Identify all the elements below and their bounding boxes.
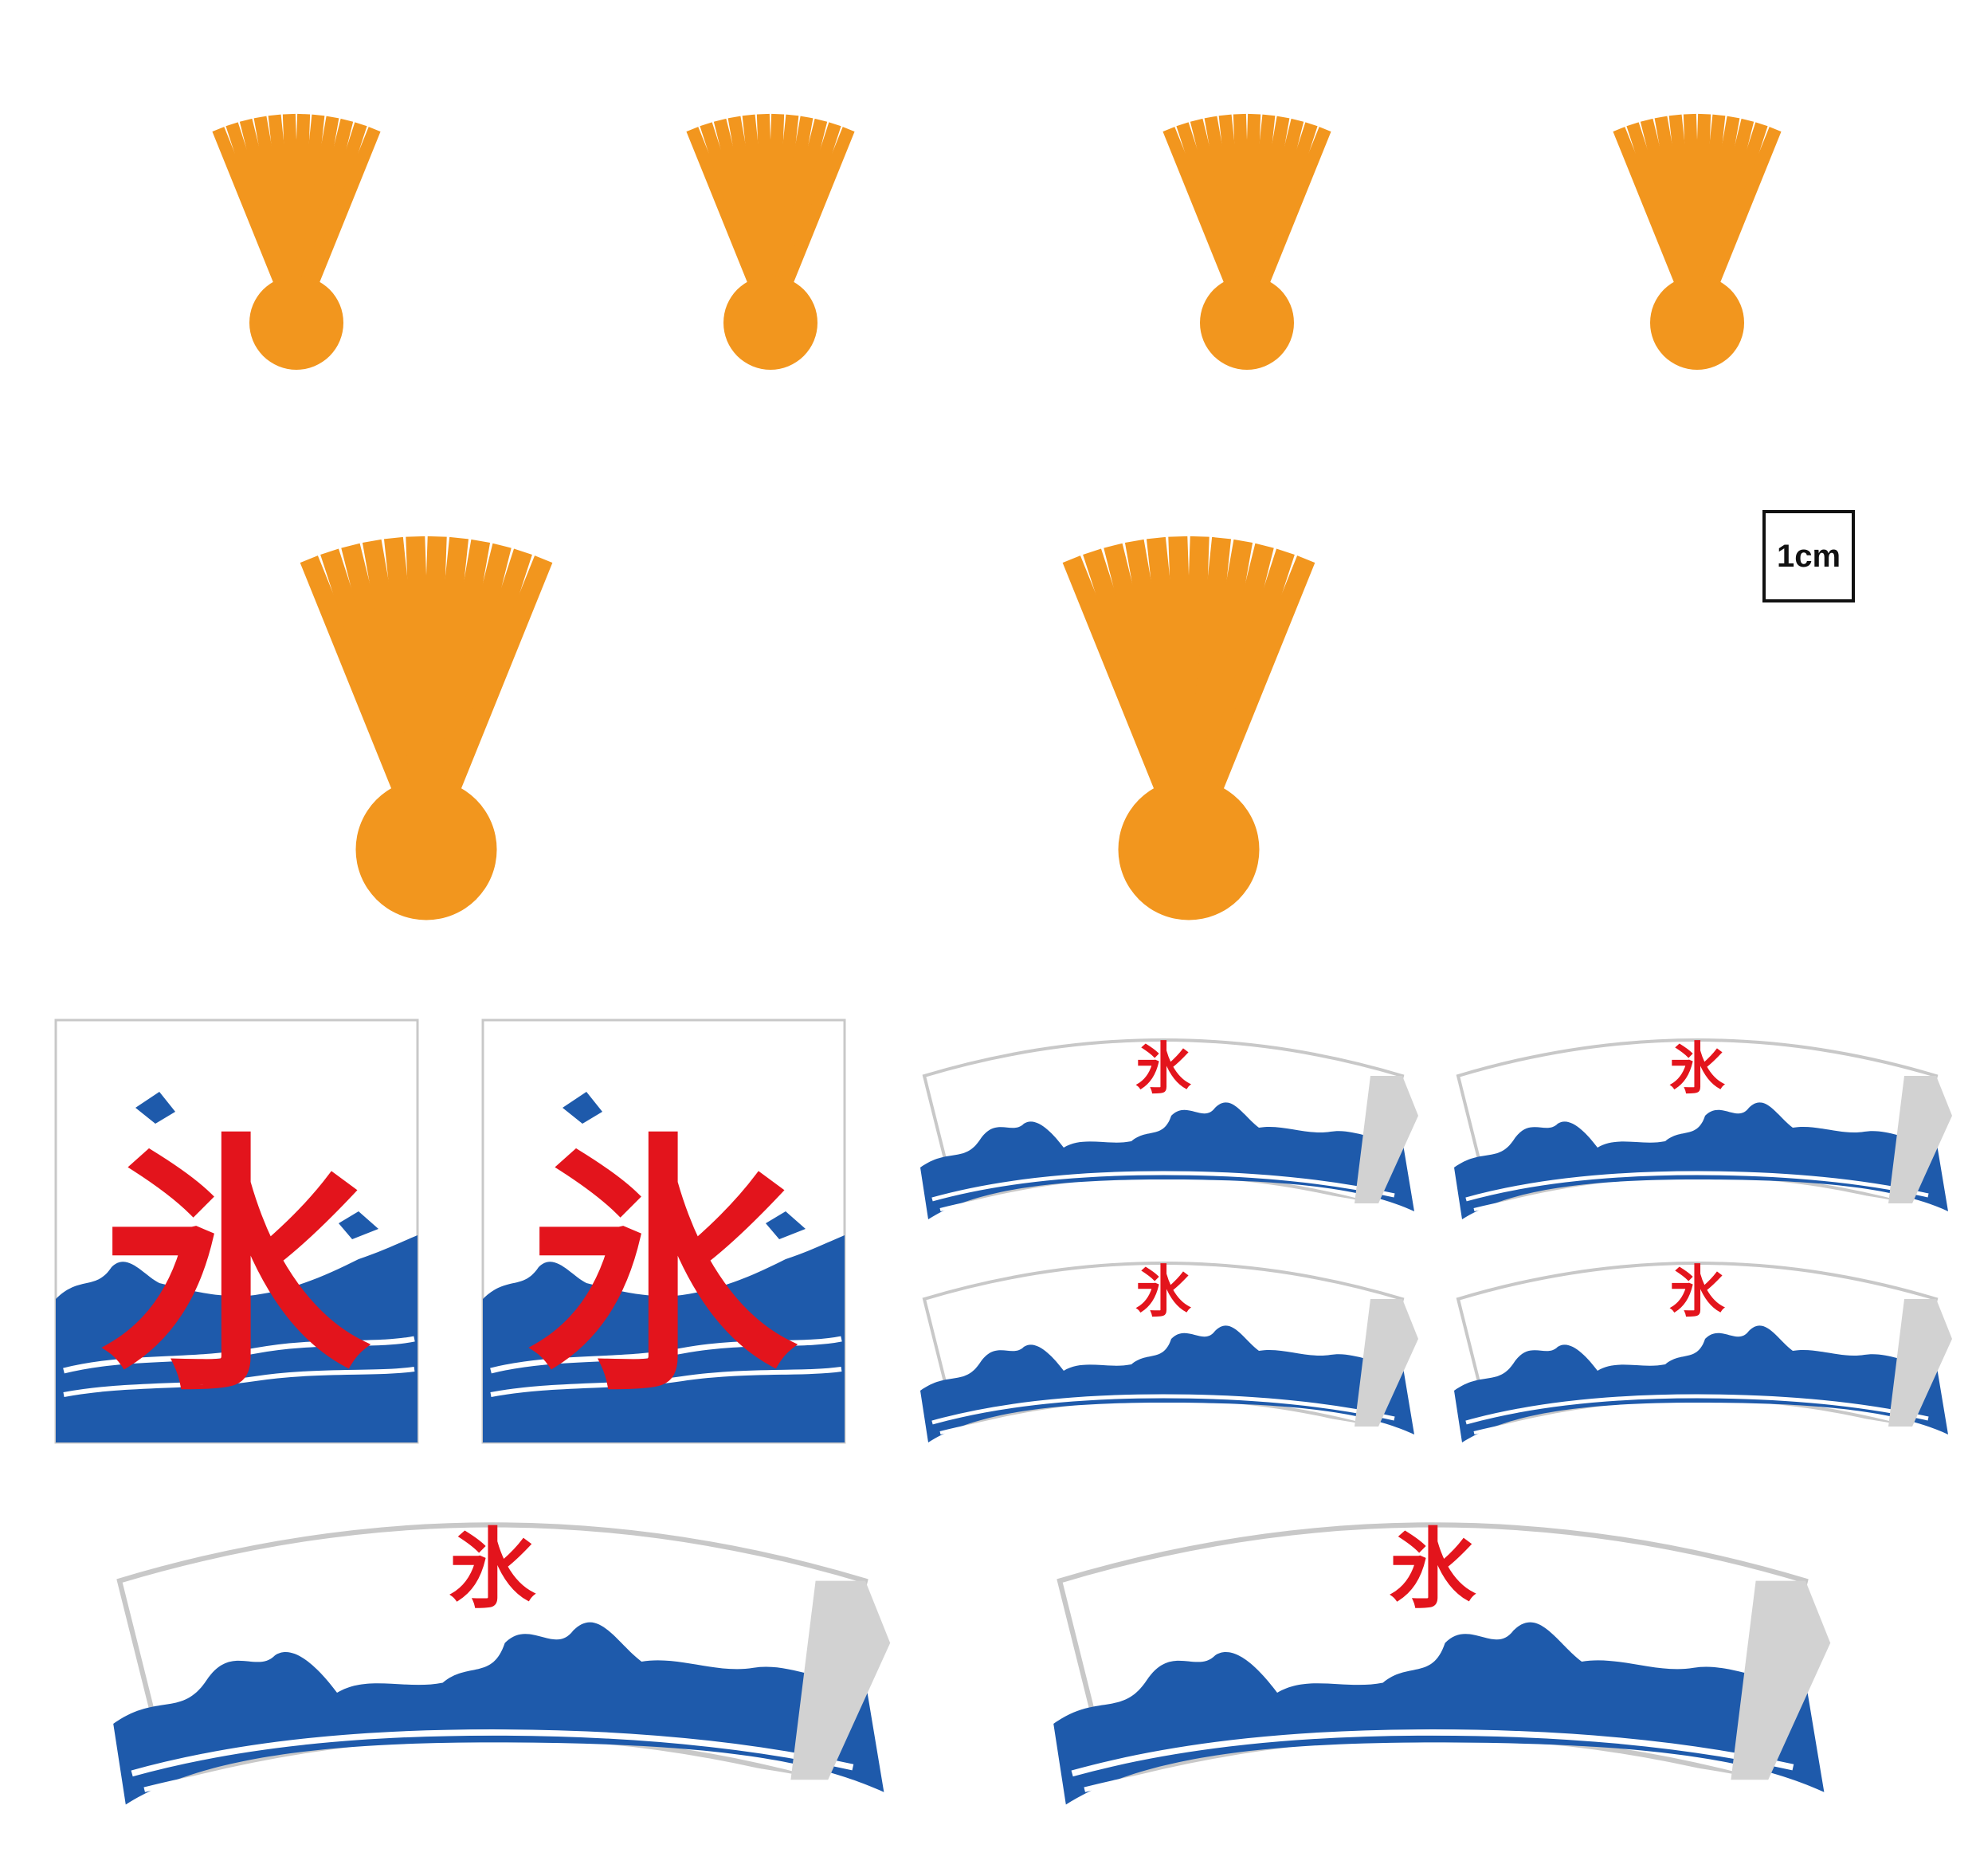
arched-band-small-2: 氷 — [1454, 1036, 1952, 1219]
bird-icon — [563, 1092, 602, 1124]
arched-band-small-4: 氷 — [1454, 1259, 1952, 1442]
scale-reference-box: 1cm — [1762, 510, 1855, 602]
band-kanji: 氷 — [1669, 1259, 1726, 1325]
fan-large-2 — [1062, 536, 1315, 920]
bird-icon — [339, 1211, 378, 1239]
arched-band-small-3: 氷 — [920, 1259, 1418, 1442]
arched-band-small-1: 氷 — [920, 1036, 1418, 1219]
arched-band-large-1: 氷 — [113, 1519, 890, 1804]
flag-kanji: 氷 — [100, 1112, 374, 1427]
band-kanji: 氷 — [1135, 1036, 1192, 1101]
arched-band-large-2: 氷 — [1053, 1519, 1830, 1804]
band-kanji: 氷 — [1389, 1519, 1476, 1620]
band-kanji: 氷 — [1669, 1036, 1726, 1101]
fan-small-3 — [1162, 113, 1331, 370]
fan-large-1 — [300, 536, 553, 920]
band-kanji: 氷 — [449, 1519, 536, 1620]
fan-small-4 — [1613, 113, 1782, 370]
ice-flag-1: 氷 — [54, 1018, 419, 1444]
fan-small-1 — [212, 113, 381, 370]
bird-icon — [135, 1092, 175, 1124]
band-kanji: 氷 — [1135, 1259, 1192, 1325]
flag-kanji: 氷 — [527, 1112, 802, 1427]
fan-small-2 — [686, 113, 855, 370]
bird-icon — [766, 1211, 806, 1239]
scale-label: 1cm — [1776, 539, 1841, 574]
ice-flag-2: 氷 — [481, 1018, 846, 1444]
